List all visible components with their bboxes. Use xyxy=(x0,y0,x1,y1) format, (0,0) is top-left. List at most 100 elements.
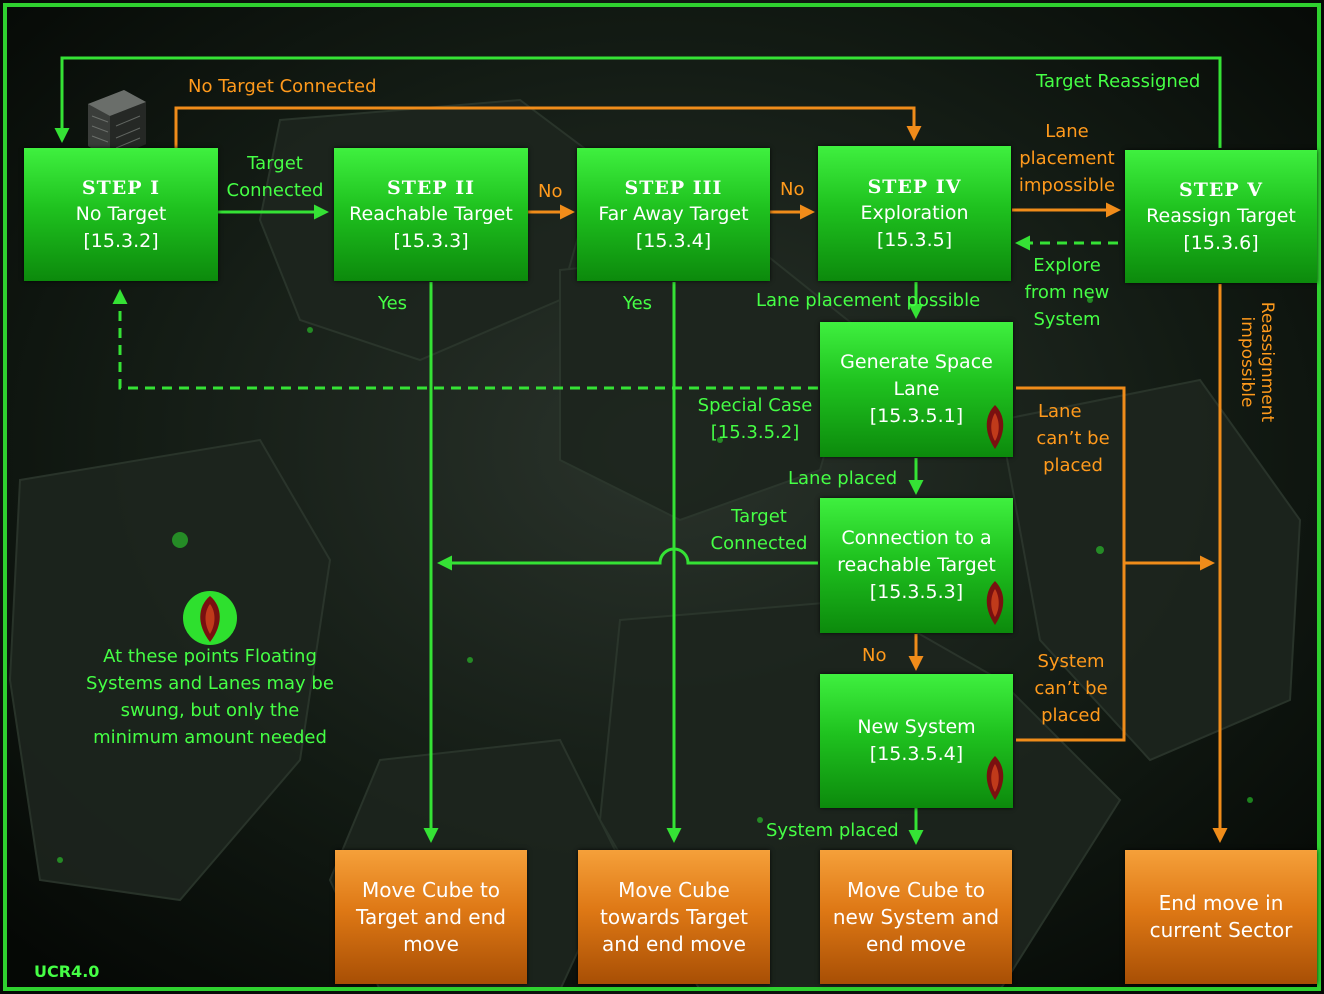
frame-border xyxy=(3,3,1321,991)
label-lane-placement-impossible: Lane placement impossible xyxy=(1016,118,1118,199)
label-lane-cant-be-placed: Lane can’t be placed xyxy=(1028,398,1118,479)
step-1-ref: [15.3.2] xyxy=(83,229,159,252)
label-no-1: No xyxy=(538,181,563,202)
label-target-connected-1b: Connected xyxy=(226,180,324,201)
label-tc2-a: Target xyxy=(731,506,787,527)
outcome3-line1: Move Cube to xyxy=(846,877,986,902)
borg-cube-icon xyxy=(88,90,146,160)
romulan-emblem-circle-icon xyxy=(183,591,237,645)
step-1-box: STEP I No Target [15.3.2] xyxy=(24,148,218,281)
romulan-emblem-icon xyxy=(986,405,1004,449)
outcome3-line2: new System and xyxy=(832,904,1000,929)
note-line-b: Systems and Lanes may be xyxy=(86,673,334,694)
label-lane-cant-c: placed xyxy=(1043,455,1103,476)
arrow-no-target-connected xyxy=(174,106,922,148)
step-5-ref: [15.3.6] xyxy=(1183,231,1259,254)
outcome4-line2: current Sector xyxy=(1149,918,1293,942)
label-yes-1: Yes xyxy=(378,293,408,314)
label-special-b: [15.3.5.2] xyxy=(710,422,800,443)
label-explore-b: from new xyxy=(1024,282,1110,303)
version-label: UCR4.0 xyxy=(34,962,100,981)
outcome-move-to-target-box: Move Cube to Target and end move xyxy=(335,850,527,984)
step-2-box: STEP II Reachable Target [15.3.3] xyxy=(334,148,528,281)
label-target-connected-2: Target Connected xyxy=(704,503,814,557)
step-2-title: STEP II xyxy=(386,176,476,199)
outcome1-line1: Move Cube to xyxy=(361,877,501,902)
label-lane-placement-possible: Lane placement possible xyxy=(756,290,981,311)
step-3-box: STEP III Far Away Target [15.3.4] xyxy=(577,148,770,281)
connection-box: Connection to a reachable Target [15.3.5… xyxy=(820,498,1013,633)
arrow-target-reassigned xyxy=(54,56,1222,148)
outcome4-line1: End move in xyxy=(1158,891,1284,915)
new-system-box: New System [15.3.5.4] xyxy=(820,674,1013,808)
step-4-name: Exploration xyxy=(860,201,969,224)
label-target-connected-1: Target Connected xyxy=(222,150,328,204)
arrow-special-case-dashed xyxy=(112,289,818,390)
generate-space-lane-box: Generate Space Lane [15.3.5.1] xyxy=(820,322,1013,457)
outcome2-line2: towards Target xyxy=(600,904,748,929)
label-yes-2: Yes xyxy=(623,293,653,314)
outcome-end-move-box: End move in current Sector xyxy=(1125,850,1317,984)
generate-ref: [15.3.5.1] xyxy=(869,405,964,427)
label-no-3: No xyxy=(862,645,887,666)
step-3-name: Far Away Target xyxy=(598,202,749,225)
step-2-ref: [15.3.3] xyxy=(393,229,469,252)
label-special-case: Special Case [15.3.5.2] xyxy=(694,392,816,446)
connection-line2: reachable Target xyxy=(837,554,996,576)
connection-line1: Connection to a xyxy=(841,527,992,549)
label-no-target-connected: No Target Connected xyxy=(188,76,377,97)
step-2-name: Reachable Target xyxy=(349,202,513,225)
newsystem-ref: [15.3.5.4] xyxy=(869,743,964,765)
label-special-a: Special Case xyxy=(697,395,813,416)
step-4-title: STEP IV xyxy=(867,175,962,198)
step-3-ref: [15.3.4] xyxy=(635,229,712,252)
outcome1-line2: Target and end xyxy=(356,904,506,929)
step-4-ref: [15.3.5] xyxy=(876,228,953,251)
label-sys-cant-b: can’t be xyxy=(1034,678,1108,699)
romulan-emblem-icon xyxy=(986,581,1004,625)
outcome-move-towards-target-box: Move Cube towards Target and end move xyxy=(578,850,770,984)
label-lane-imp-c: impossible xyxy=(1018,175,1116,196)
arrow-target-connected xyxy=(437,547,818,571)
outcome1-line3: move xyxy=(403,931,459,956)
label-reassign-a: Reassignment xyxy=(1257,301,1277,423)
label-system-cant-be-placed: System can’t be placed xyxy=(1028,648,1114,729)
note-floating-systems: At these points Floating Systems and Lan… xyxy=(72,643,348,751)
note-line-a: At these points Floating xyxy=(103,646,317,667)
note-line-d: minimum amount needed xyxy=(93,727,327,748)
step-1-name: No Target xyxy=(75,202,167,225)
generate-line1: Generate Space xyxy=(840,351,993,373)
note-line-c: swung, but only the xyxy=(120,700,300,721)
label-lane-placed: Lane placed xyxy=(788,468,898,489)
label-tc2-b: Connected xyxy=(710,533,808,554)
step-1-title: STEP I xyxy=(81,176,161,199)
label-system-placed: System placed xyxy=(766,820,899,841)
label-sys-cant-a: System xyxy=(1037,651,1105,672)
outcome2-line1: Move Cube xyxy=(618,877,730,902)
label-explore-from-new-system: Explore from new System xyxy=(1016,252,1118,333)
ship-lights xyxy=(57,297,1253,863)
step-5-box: STEP V Reassign Target [15.3.6] xyxy=(1125,150,1317,283)
label-reassignment-impossible: Reassignment impossible xyxy=(1233,297,1277,427)
label-explore-c: System xyxy=(1033,309,1101,330)
label-reassign-b: impossible xyxy=(1237,316,1257,408)
romulan-emblem-icon xyxy=(986,756,1004,800)
label-target-reassigned: Target Reassigned xyxy=(1036,71,1201,92)
label-explore-a: Explore xyxy=(1033,255,1101,276)
label-no-2: No xyxy=(780,179,805,200)
label-target-connected-1a: Target xyxy=(247,153,303,174)
connection-ref: [15.3.5.3] xyxy=(869,581,964,603)
outcome3-line3: end move xyxy=(866,931,966,956)
label-sys-cant-c: placed xyxy=(1041,705,1101,726)
outcome2-line3: and end move xyxy=(602,931,746,956)
step-5-title: STEP V xyxy=(1179,178,1263,201)
label-lane-imp-a: Lane xyxy=(1045,121,1089,142)
step-5-name: Reassign Target xyxy=(1146,204,1296,227)
label-lane-imp-b: placement xyxy=(1019,148,1115,169)
outcome-move-to-new-system-box: Move Cube to new System and end move xyxy=(820,850,1012,984)
step-4-box: STEP IV Exploration [15.3.5] xyxy=(818,146,1011,281)
label-lane-cant-a: Lane xyxy=(1038,401,1082,422)
newsystem-line1: New System xyxy=(857,716,976,738)
label-lane-cant-b: can’t be xyxy=(1036,428,1110,449)
